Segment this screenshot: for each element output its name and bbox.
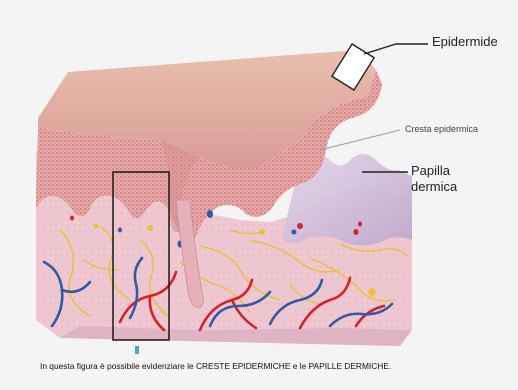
label-cresta-epidermica: Cresta epidermica xyxy=(405,124,478,134)
label-papilla-dermica: Papilla dermica xyxy=(411,163,457,195)
box-marker xyxy=(135,346,139,354)
label-epidermide: Epidermide xyxy=(432,34,498,49)
label-papilla-line1: Papilla xyxy=(411,163,457,179)
cresta-leader-line xyxy=(320,130,400,150)
figure-caption: In questa figura è possibile evidenziare… xyxy=(40,361,510,371)
label-papilla-line2: dermica xyxy=(411,179,457,195)
